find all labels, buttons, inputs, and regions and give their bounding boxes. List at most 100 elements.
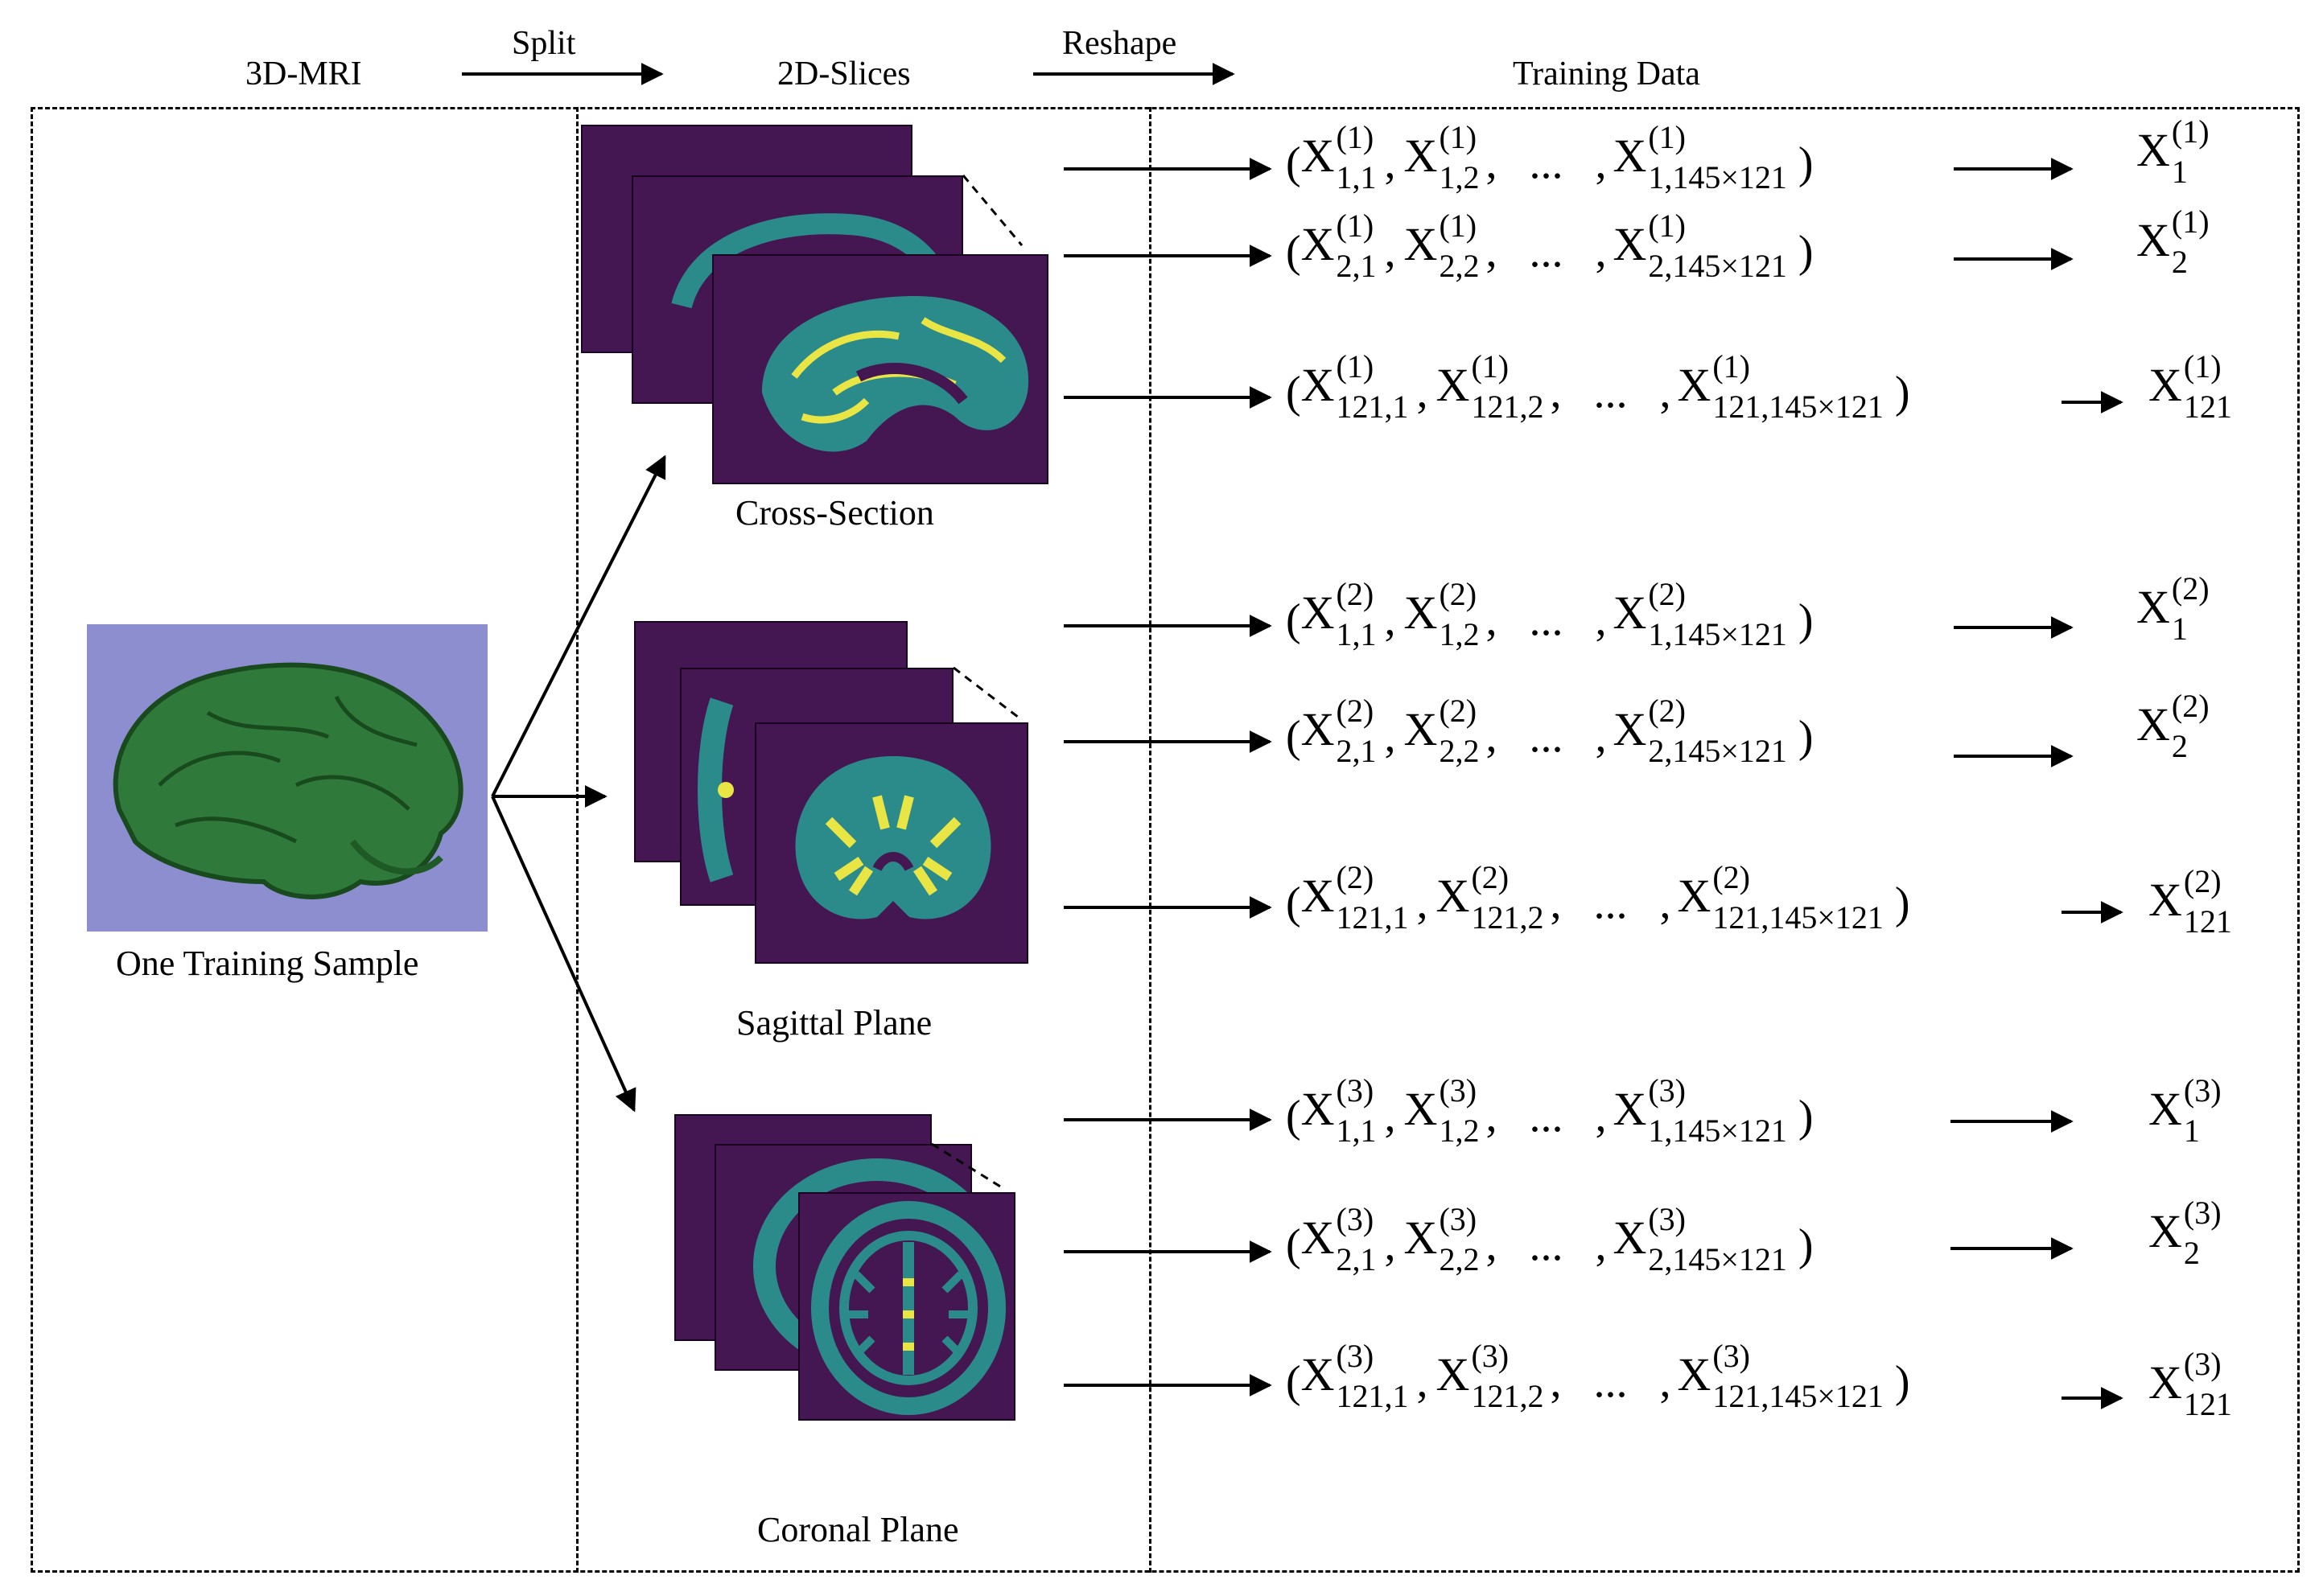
ellipsis: ... <box>1593 368 1628 418</box>
variable-superscript: (3) <box>1336 1201 1374 1237</box>
variable-indices: (3)1,1 <box>1336 1075 1377 1149</box>
element-second: X(2)1,2 <box>1404 578 1480 651</box>
variable-superscript: (1) <box>1336 208 1374 244</box>
comma: , <box>1416 368 1428 418</box>
variable-indices: (3)121,145×121 <box>1712 1340 1884 1413</box>
variable-subscript: 1,1 <box>1336 616 1377 652</box>
divider-right <box>1149 107 1151 1573</box>
variable-indices: (3)2,145×121 <box>1648 1203 1787 1276</box>
comma: , <box>1384 227 1396 277</box>
variable-x: X <box>1435 359 1470 411</box>
variable-indices: (1)2,2 <box>1439 210 1479 282</box>
variable-indices: (2)1 <box>2171 573 2210 647</box>
element-last: X(1)2,145×121 <box>1613 210 1786 282</box>
output-variable: X(1)121 <box>2148 351 2232 423</box>
caption-sagittal-plane: Sagittal Plane <box>736 1003 933 1043</box>
variable-superscript: (2) <box>1336 693 1374 729</box>
variable-subscript: 1 <box>2171 611 2188 647</box>
variable-superscript: (3) <box>1648 1072 1686 1109</box>
header-3d-mri: 3D-MRI <box>245 56 362 93</box>
variable-superscript: (2) <box>1439 693 1477 729</box>
variable-indices: (3)2,2 <box>1439 1203 1480 1277</box>
variable-subscript: 2,145×121 <box>1648 733 1787 769</box>
comma: , <box>1595 1092 1607 1141</box>
variable-x: X <box>1613 1083 1647 1135</box>
open-paren: ( <box>1286 878 1301 928</box>
element-first: X(2)121,1 <box>1300 862 1409 934</box>
variable-subscript: 2,1 <box>1336 1241 1377 1277</box>
variable-indices: (3)2 <box>2184 1197 2222 1269</box>
comma: , <box>1384 595 1396 645</box>
variable-indices: (1)121,1 <box>1336 351 1409 425</box>
ellipsis: ... <box>1529 1220 1563 1270</box>
variable-indices: (2)2 <box>2172 690 2210 763</box>
variable-x: X <box>2136 581 2170 633</box>
output-variable: X(2)121 <box>2148 866 2232 938</box>
open-paren: ( <box>1286 1092 1301 1141</box>
variable-subscript: 121,2 <box>1471 1378 1544 1414</box>
output-variable: X(1)1 <box>2136 116 2210 190</box>
variable-superscript: (2) <box>1648 693 1686 729</box>
variable-x: X <box>1435 870 1470 922</box>
variable-indices: (2)121 <box>2184 866 2232 938</box>
variable-superscript: (1) <box>1471 348 1510 385</box>
variable-superscript: (3) <box>1439 1201 1477 1237</box>
variable-superscript: (2) <box>1336 859 1374 895</box>
branch-arrow-coronal <box>491 796 636 1113</box>
variable-superscript: (3) <box>1648 1201 1686 1237</box>
variable-indices: (3)1,145×121 <box>1648 1075 1787 1147</box>
variable-indices: (3)121,1 <box>1337 1340 1409 1413</box>
variable-indices: (3)121,2 <box>1471 1340 1544 1414</box>
variable-superscript: (3) <box>2183 1346 2222 1382</box>
close-paren: ) <box>1798 595 1814 645</box>
variable-superscript: (1) <box>1439 119 1477 155</box>
variable-subscript: 1 <box>2171 154 2188 190</box>
ellipsis: ... <box>1593 1357 1628 1407</box>
variable-x: X <box>2148 1356 2182 1409</box>
element-last: X(1)121,145×121 <box>1677 351 1884 425</box>
variable-indices: (1) 121,2 <box>1471 351 1544 425</box>
element-first: X(2)1,1 <box>1301 578 1377 652</box>
sequence-row: (X(1)2,1,X(1)2,2,...,X(1)2,145×121) <box>1286 210 1814 282</box>
variable-x: X <box>1300 218 1335 270</box>
variable-superscript: (1) <box>1648 208 1686 244</box>
variable-superscript: (3) <box>2183 1072 2222 1109</box>
element-second: X(1)1,2 <box>1404 121 1480 195</box>
variable-indices: (1)121 <box>2184 351 2232 423</box>
close-paren: ) <box>1894 1357 1910 1407</box>
variable-subscript: 2,2 <box>1439 1241 1480 1277</box>
close-paren: ) <box>1798 712 1814 762</box>
variable-x: X <box>1300 1083 1335 1135</box>
caption-coronal-plane: Coronal Plane <box>757 1510 959 1549</box>
comma: , <box>1384 138 1396 188</box>
open-paren: ( <box>1286 227 1301 277</box>
variable-indices: (2)2,2 <box>1439 695 1479 767</box>
open-paren: ( <box>1286 1357 1301 1407</box>
variable-subscript: 1,2 <box>1439 159 1480 195</box>
variable-subscript: 1,1 <box>1336 1113 1377 1149</box>
comma: , <box>1485 712 1497 762</box>
output-vector: X(3)121 <box>2148 1348 2232 1421</box>
comma: , <box>1485 1092 1497 1141</box>
comma: , <box>1485 138 1497 188</box>
open-paren: ( <box>1286 595 1301 645</box>
variable-subscript: 121,145×121 <box>1712 389 1884 425</box>
variable-superscript: (3) <box>1336 1338 1374 1374</box>
variable-superscript: (1) <box>1712 348 1750 385</box>
variable-subscript: 121,2 <box>1471 389 1544 425</box>
variable-x: X <box>1403 1083 1438 1135</box>
variable-superscript: (1) <box>2171 113 2210 150</box>
sequence-row: (X(1)1,1,X(1)1,2,...,X(1)1,145×121) <box>1286 121 1814 195</box>
variable-subscript: 2,1 <box>1336 733 1377 769</box>
variable-superscript: (2) <box>2183 863 2222 899</box>
comma: , <box>1416 878 1428 928</box>
variable-x: X <box>1613 586 1647 639</box>
variable-x: X <box>1300 870 1335 922</box>
variable-indices: (2)121,145×121 <box>1712 862 1884 934</box>
output-variable: X(3)1 <box>2148 1075 2222 1147</box>
variable-x: X <box>2148 874 2182 926</box>
comma: , <box>1485 1220 1497 1270</box>
sagittal-slice-front <box>755 722 1028 964</box>
variable-x: X <box>1613 1211 1647 1264</box>
variable-subscript: 121,1 <box>1336 389 1409 425</box>
